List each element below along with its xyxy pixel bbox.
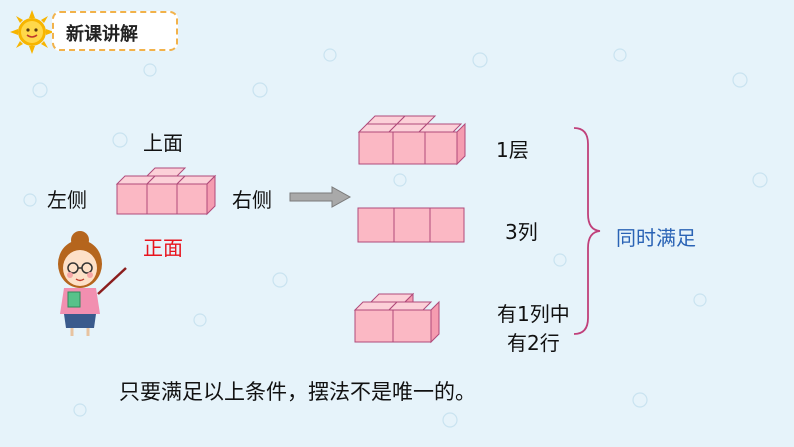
figure-two-rows — [353, 292, 440, 344]
front-side-label: 正面 — [143, 236, 183, 260]
right-brace-icon — [573, 127, 601, 335]
condition-rows-label-2: 有2行 — [507, 331, 560, 355]
figure-three-columns — [357, 207, 465, 243]
reference-cube-figure — [115, 167, 217, 216]
right-side-label: 右侧 — [232, 188, 272, 212]
sun-icon — [10, 10, 54, 54]
title-box — [52, 11, 178, 51]
top-side-label: 上面 — [143, 131, 183, 155]
figure-one-layer — [357, 115, 466, 166]
condition-rows-label-1: 有1列中 — [497, 302, 570, 326]
page-title: 新课讲解 — [66, 24, 138, 45]
satisfy-together-label: 同时满足 — [616, 226, 696, 250]
condition-columns-label: 3列 — [505, 220, 538, 244]
condition-layer-label: 1层 — [496, 138, 529, 162]
conclusion-text: 只要满足以上条件，摆法不是唯一的。 — [119, 380, 476, 404]
left-side-label: 左侧 — [47, 188, 87, 212]
teacher-avatar — [58, 231, 127, 336]
right-arrow-icon — [289, 186, 352, 208]
